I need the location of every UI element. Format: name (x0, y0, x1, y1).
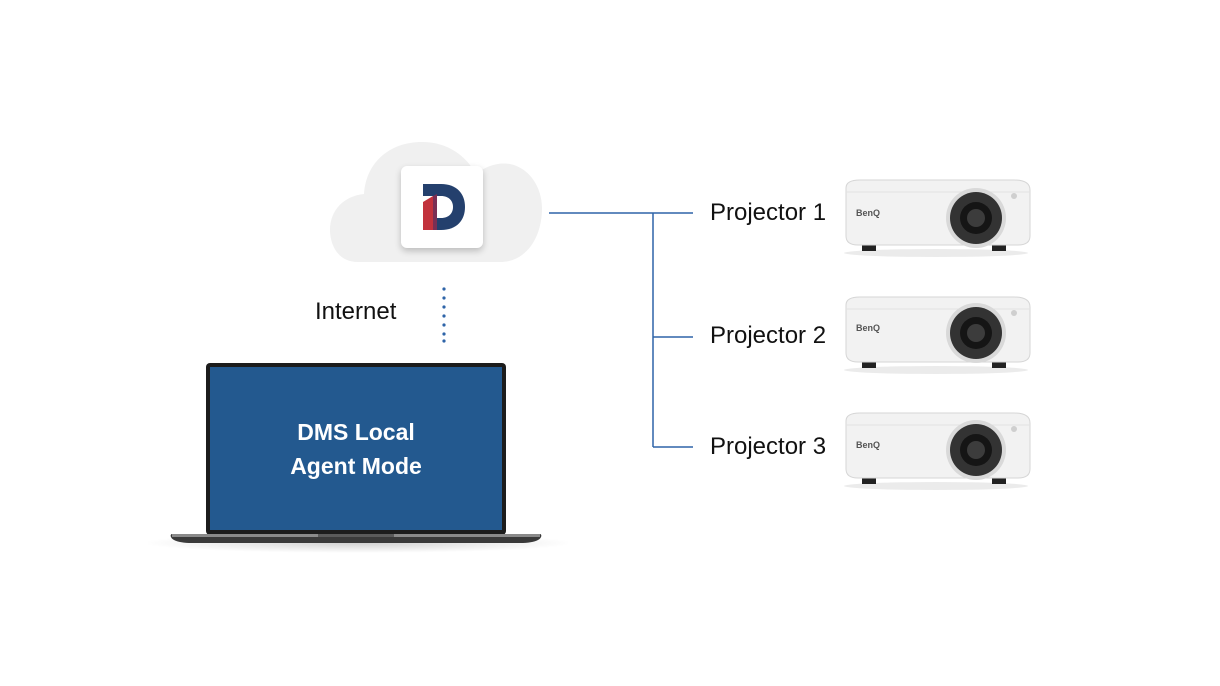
projector-1-icon: BenQ (844, 179, 1031, 257)
projector-brand: BenQ (856, 323, 880, 333)
projector-3-icon: BenQ (844, 412, 1031, 490)
projector-3-label: Projector 3 (710, 433, 827, 460)
projector-1-label: Projector 1 (710, 199, 827, 226)
laptop-title-line1: DMS Local (297, 418, 415, 445)
laptop-screen: DMS Local Agent Mode (210, 367, 502, 530)
projector-2-icon: BenQ (844, 296, 1031, 374)
internet-label: Internet (315, 298, 397, 325)
projector-brand: BenQ (856, 208, 880, 218)
dms-d-logo-icon (423, 184, 465, 230)
laptop-screen-text: DMS Local Agent Mode (290, 415, 422, 483)
projector-brand: BenQ (856, 440, 880, 450)
laptop-title-line2: Agent Mode (290, 452, 422, 479)
dms-app-icon (401, 166, 483, 248)
projector-2-label: Projector 2 (710, 322, 827, 349)
internet-dotted-connector (442, 287, 446, 343)
